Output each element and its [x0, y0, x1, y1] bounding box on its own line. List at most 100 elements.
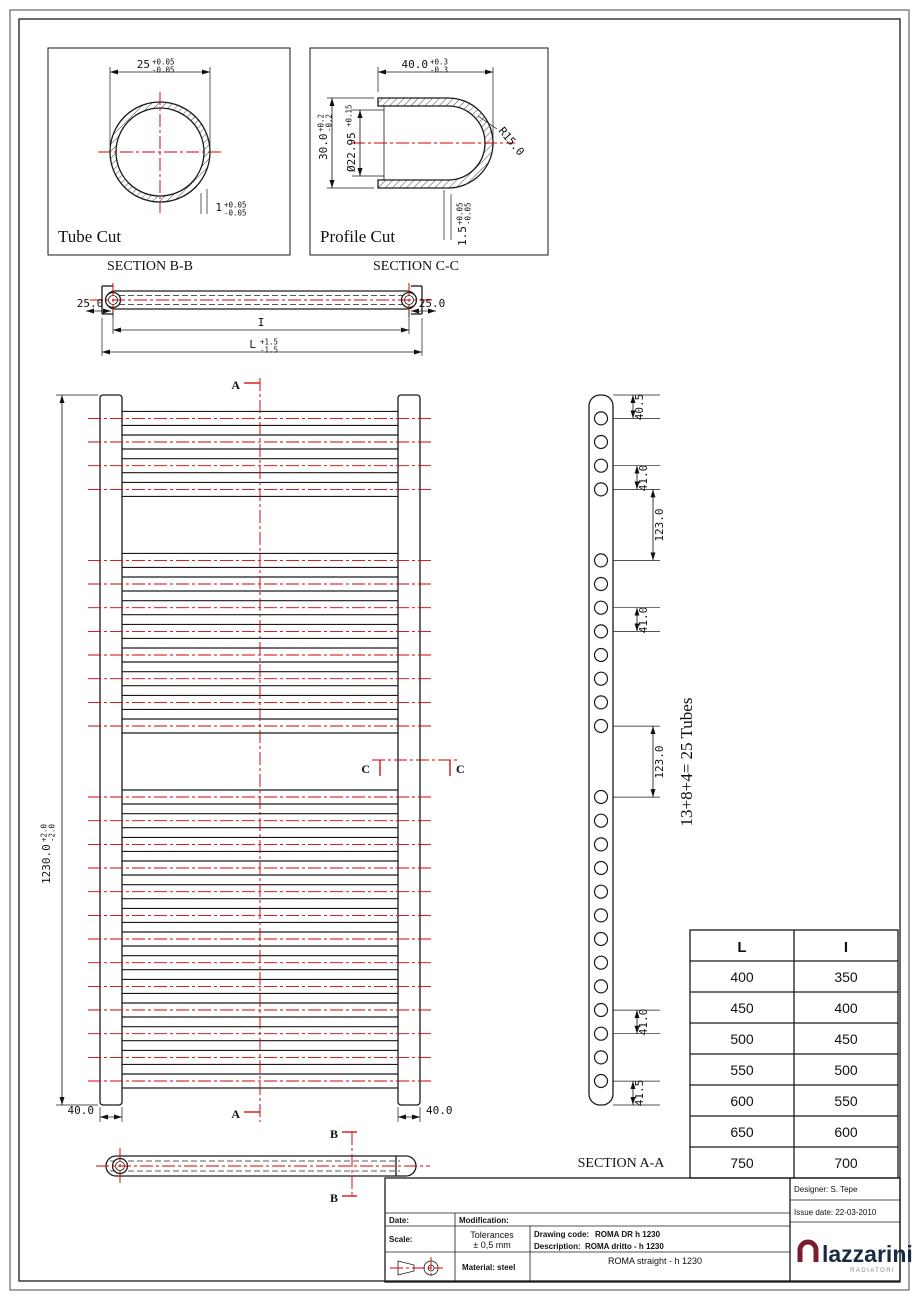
tube-cut-label: Tube Cut [58, 227, 121, 246]
dim-length-value: L [249, 338, 256, 351]
dim-profile-r-value: R15.0 [496, 125, 527, 159]
titleblock-issue-date: Issue date: 22-03-2010 [794, 1208, 877, 1217]
dim-profile-h-minus: -0.2 [325, 114, 334, 132]
side-view: 40.5 41.0 123.0 41.0 123.0 41.0 41.5 13+… [578, 394, 696, 1171]
dim-length-minus: -1.5 [260, 346, 278, 355]
tubes-count-note: 13+8+4= 25 Tubes [677, 698, 696, 827]
titleblock-modification-label: Modification: [459, 1216, 509, 1225]
section-bb-label: SECTION B-B [107, 259, 193, 274]
section-aa-label: SECTION A-A [578, 1156, 666, 1171]
dim-height: 1230.0 +2.0 -2.0 [40, 823, 57, 884]
lazzarini-logo-text: lazzarini [822, 1241, 913, 1267]
dim-side-0: 40.5 [633, 394, 646, 421]
lazzarini-logo-icon [797, 1239, 819, 1262]
table-cell: 500 [834, 1062, 858, 1078]
dim-tube-od-plus: +0.05 [152, 58, 175, 67]
dim-profile-wall-value: 1.5 [456, 226, 469, 246]
titleblock-scale-label: Scale: [389, 1235, 413, 1244]
table-cell: 650 [730, 1124, 754, 1140]
dim-profile-h-value: 30.0 [317, 134, 330, 161]
dim-profile-h: 30.0 +0.2 -0.2 [317, 114, 334, 160]
side-tube-circles [593, 411, 609, 1089]
dim-profile-w: 40.0 +0.3 -0.3 [402, 58, 449, 75]
dim-profile-w-plus: +0.3 [430, 58, 448, 67]
dim-height-plus: +2.0 [40, 823, 49, 842]
dim-side-6: 41.5 [633, 1080, 646, 1107]
table-header-l: L [737, 939, 746, 956]
dim-side-1: 41.0 [637, 465, 650, 492]
dim-profile-bore-plus: +0.15 [345, 104, 354, 127]
lazzarini-logo-subtext: RADIATORI [850, 1268, 895, 1274]
dim-length: L +1.5 -1.5 [249, 338, 278, 355]
side-dim-labels: 40.5 41.0 123.0 41.0 123.0 41.0 41.5 [633, 394, 666, 1107]
dim-profile-bore: Ø22.95 +0.15 [345, 104, 359, 172]
dim-side-4: 123.0 [653, 745, 666, 778]
titleblock-tolerances-value: ± 0,5 mm [473, 1240, 510, 1250]
dim-length-plus: +1.5 [260, 338, 278, 347]
table-header-i: I [844, 939, 848, 956]
dim-tube-wall-value: 1 [215, 201, 222, 214]
titleblock-drawing-code: ROMA DR h 1230 [595, 1230, 661, 1239]
dim-side-5: 41.0 [637, 1009, 650, 1036]
size-table: L I 400 350 450 400 500 450 550 500 600 … [689, 929, 899, 1179]
table-cell: 350 [834, 969, 858, 985]
section-b-mark-bottom: B [330, 1191, 338, 1205]
table-cell: 400 [834, 1000, 858, 1016]
section-cc-label: SECTION C-C [373, 259, 459, 274]
dim-offset-right: 25.0 [419, 297, 446, 310]
dim-profile-wall: 1.5 +0.05 -0.05 [456, 202, 473, 246]
dim-profile-wall-plus: +0.05 [456, 202, 465, 225]
titleblock-date-label: Date: [389, 1216, 409, 1225]
titleblock-description-label: Description: [534, 1242, 581, 1251]
titleblock-drawing-code-label: Drawing code: [534, 1230, 589, 1239]
dim-side-3: 41.0 [637, 607, 650, 634]
section-c-mark-left: C [361, 762, 370, 776]
dim-height-minus: -2.0 [48, 823, 57, 842]
dim-profile-w-value: 40.0 [402, 58, 429, 71]
dim-profile-bore-value: Ø22.95 [345, 132, 358, 172]
profile-cut-detail: 40.0 +0.3 -0.3 30.0 +0.2 -0.2 Ø22.95 +0.… [309, 47, 549, 274]
section-c-mark-right: C [456, 762, 465, 776]
dim-center-distance: I [258, 316, 265, 329]
profile-cut-label: Profile Cut [320, 227, 395, 246]
dim-tube-wall: 1 +0.05 -0.05 [215, 201, 246, 218]
dim-height-value: 1230.0 [40, 844, 53, 884]
projection-symbol-icon [390, 1257, 443, 1279]
front-view: 1230.0 +2.0 -2.0 40.0 40.0 A A C C [40, 378, 465, 1122]
table-cell: 750 [730, 1155, 754, 1171]
dim-tube-od-minus: -0.05 [152, 66, 175, 75]
table-cell: 550 [834, 1093, 858, 1109]
title-block: Date: Modification: Scale: Tolerances ± … [384, 1177, 913, 1283]
titleblock-designer: Designer: S. Tepe [794, 1185, 858, 1194]
table-cell: 700 [834, 1155, 858, 1171]
titleblock-description-en: ROMA straight - h 1230 [608, 1256, 702, 1266]
section-b-mark-top: B [330, 1127, 338, 1141]
table-cell: 450 [730, 1000, 754, 1016]
dim-side-2: 123.0 [653, 508, 666, 541]
dim-profile-w-minus: -0.3 [430, 66, 448, 75]
titleblock-tolerances-label: Tolerances [470, 1230, 514, 1240]
table-cell: 600 [730, 1093, 754, 1109]
dim-profile-h-plus: +0.2 [317, 114, 326, 132]
table-cell: 450 [834, 1031, 858, 1047]
section-a-mark-bottom: A [231, 1107, 240, 1121]
lazzarini-logo: lazzarini RADIATORI [797, 1239, 913, 1274]
dim-profile-r: R15.0 [496, 125, 527, 159]
dim-rail-right: 40.0 [426, 1104, 453, 1117]
dim-profile-wall-minus: -0.05 [464, 202, 473, 225]
dim-tube-wall-minus: -0.05 [224, 209, 247, 218]
table-cell: 500 [730, 1031, 754, 1047]
titleblock-material: Material: steel [462, 1263, 515, 1272]
side-dimension-lines [613, 394, 660, 1106]
table-cell: 600 [834, 1124, 858, 1140]
top-view: 25.0 25.0 I L +1.5 -1.5 [77, 283, 446, 356]
table-cell: 550 [730, 1062, 754, 1078]
dim-tube-od-value: 25 [137, 58, 150, 71]
sheet-frame [9, 9, 910, 1291]
dim-rail-left: 40.0 [68, 1104, 95, 1117]
tube-cut-detail: 25 +0.05 -0.05 1 +0.05 -0.05 Tube Cut SE… [47, 47, 291, 274]
dim-offset-left: 25.0 [77, 297, 104, 310]
dim-tube-od: 25 +0.05 -0.05 [137, 58, 175, 75]
